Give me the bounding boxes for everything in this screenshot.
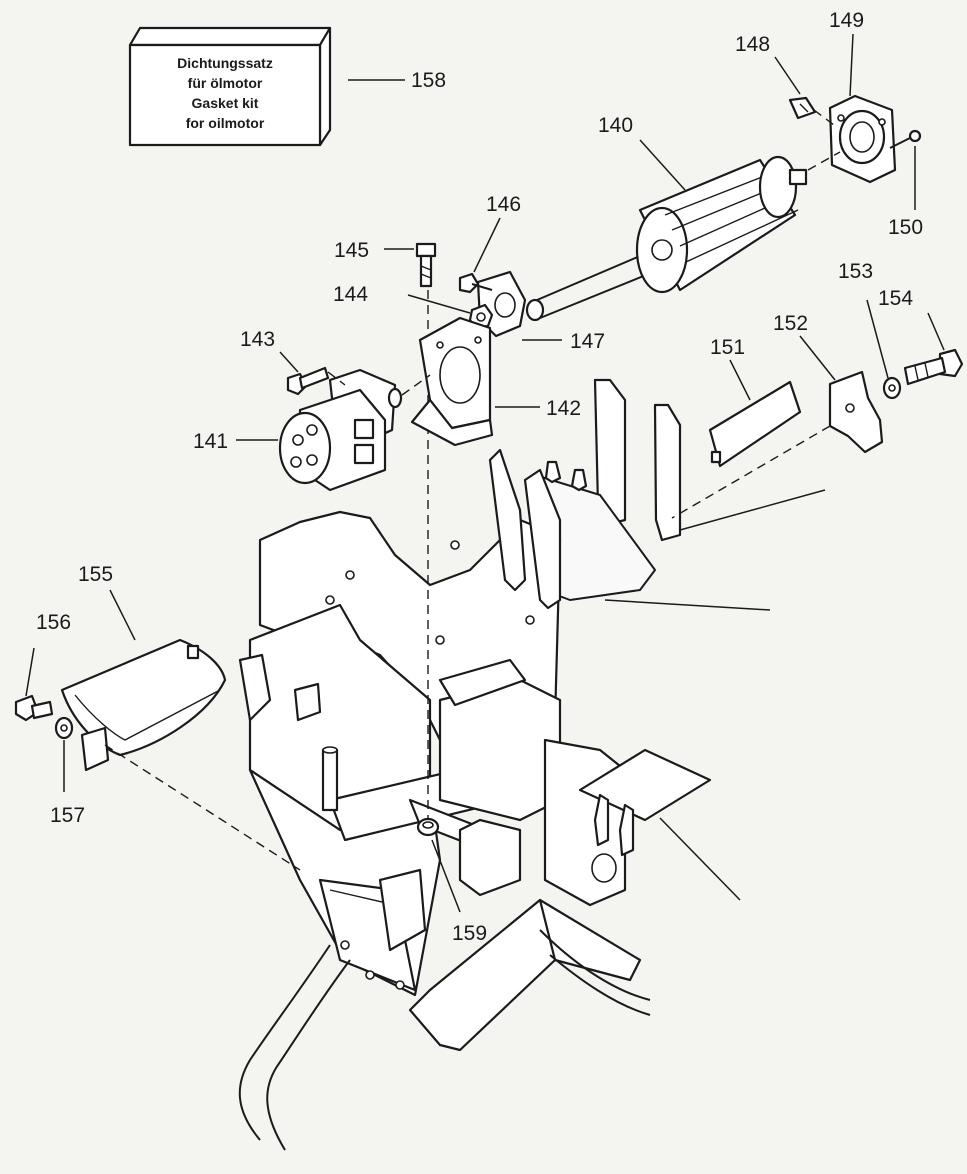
callout-145: 145 — [334, 239, 369, 262]
half-shell-cover-155 — [60, 638, 227, 772]
gasket-kit-label-line-1: Dichtungssatz — [177, 55, 273, 71]
callout-158: 158 — [411, 69, 446, 92]
callout-140: 140 — [598, 114, 633, 137]
bracket-152 — [828, 370, 884, 454]
bolt-154 — [903, 348, 964, 386]
callout-151: 151 — [710, 336, 745, 359]
leader-149 — [849, 33, 854, 97]
leader-151 — [729, 359, 751, 401]
leader-144 — [407, 294, 471, 314]
bracket-142 — [410, 316, 494, 447]
leader-152 — [799, 335, 836, 381]
callout-147: 147 — [570, 330, 605, 353]
washer-153 — [882, 376, 902, 400]
nut-159 — [416, 817, 440, 837]
leader-156 — [25, 647, 35, 697]
screw-148 — [788, 96, 817, 120]
callout-142: 142 — [546, 397, 581, 420]
leader-155 — [109, 589, 136, 641]
callout-154: 154 — [878, 287, 913, 310]
leader-143 — [279, 351, 299, 373]
callout-143: 143 — [240, 328, 275, 351]
gasket-kit-box: Dichtungssatz für ölmotor Gasket kit for… — [128, 26, 332, 147]
gasket-kit-label-line-4: for oilmotor — [186, 115, 265, 131]
screw-156 — [14, 694, 54, 722]
leader-153 — [866, 299, 889, 379]
callout-150: 150 — [888, 216, 923, 239]
plate-151 — [708, 380, 802, 468]
callout-149: 149 — [829, 9, 864, 32]
bolt-145 — [415, 242, 437, 288]
callout-141: 141 — [193, 430, 228, 453]
callout-156: 156 — [36, 611, 71, 634]
main-frame — [238, 378, 712, 1151]
hydraulic-motor-141 — [278, 368, 403, 492]
callout-144: 144 — [333, 283, 368, 306]
washer-157 — [54, 716, 74, 740]
gasket-kit-label-line-2: für ölmotor — [188, 75, 263, 91]
callout-146: 146 — [486, 193, 521, 216]
callout-152: 152 — [773, 312, 808, 335]
callout-157: 157 — [50, 804, 85, 827]
gasket-kit-label-line-3: Gasket kit — [192, 95, 259, 111]
oil-motor-140 — [525, 155, 808, 322]
leader-154 — [927, 312, 945, 351]
screw-150 — [889, 129, 922, 149]
leader-146 — [473, 217, 501, 273]
callout-148: 148 — [735, 33, 770, 56]
screw-143 — [286, 366, 330, 396]
flange-plate-149 — [828, 94, 897, 184]
callout-155: 155 — [78, 563, 113, 586]
leader-140 — [639, 139, 686, 191]
leader-159 — [431, 839, 461, 913]
leader-148 — [774, 56, 801, 95]
bolt-146 — [458, 272, 493, 294]
callout-159: 159 — [452, 922, 487, 945]
callout-153: 153 — [838, 260, 873, 283]
